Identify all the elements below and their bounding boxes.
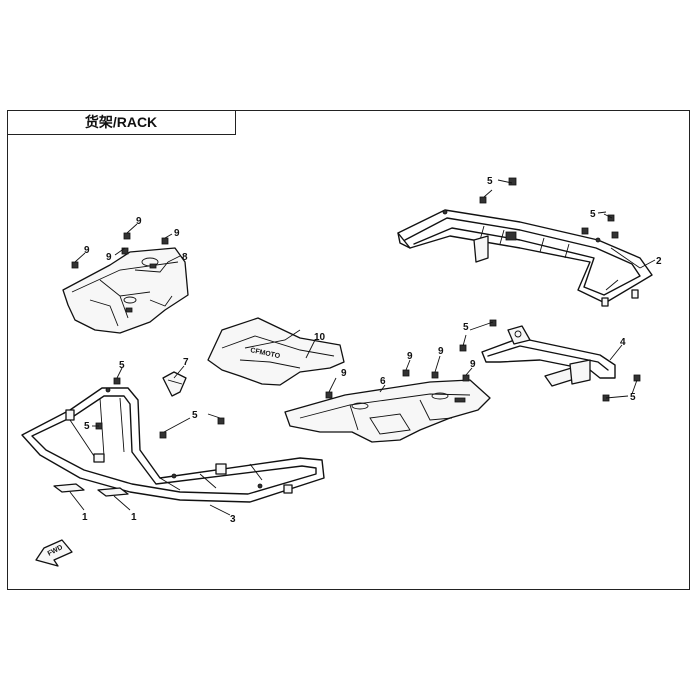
callout-5: 5 (463, 322, 469, 333)
callout-9: 9 (136, 216, 142, 227)
callout-9: 9 (341, 368, 347, 379)
rear-top-plate (62, 247, 189, 334)
center-panel: CFMOTO (207, 317, 345, 386)
callout-9: 9 (174, 228, 180, 239)
side-bracket-bar (459, 319, 641, 402)
callout-7: 7 (183, 357, 189, 368)
callout-5: 5 (119, 360, 125, 371)
callout-4: 4 (620, 337, 626, 348)
rear-rack-frame (397, 209, 653, 307)
callout-5: 5 (487, 176, 493, 187)
fwd-arrow-icon: FWD (35, 539, 73, 567)
callout-5: 5 (630, 392, 636, 403)
leader-lines (69, 179, 656, 516)
diagram-frame (7, 110, 690, 590)
front-rack-frame (21, 387, 325, 503)
callout-8: 8 (182, 252, 188, 263)
callout-5: 5 (84, 421, 90, 432)
bracket (162, 371, 187, 397)
callout-9: 9 (470, 359, 476, 370)
callout-5: 5 (192, 410, 198, 421)
callout-1: 1 (131, 512, 137, 523)
callout-2: 2 (656, 256, 662, 267)
diagram-title: 货架/RACK (84, 114, 158, 130)
callout-6: 6 (380, 376, 386, 387)
callout-9: 9 (438, 346, 444, 357)
screws-rear-plate (71, 232, 169, 269)
front-top-plate (284, 379, 491, 443)
title-box: 货架/RACK (7, 110, 236, 135)
callout-3: 3 (230, 514, 236, 525)
callouts: 1 1 2 3 4 5 5 5 5 5 5 5 6 7 8 9 9 9 9 9 … (82, 176, 662, 525)
callout-5: 5 (590, 209, 596, 220)
callout-9: 9 (84, 245, 90, 256)
bolts-front-rack (95, 377, 225, 439)
pads (53, 483, 129, 497)
callout-10: 10 (314, 332, 326, 343)
callout-1: 1 (82, 512, 88, 523)
callout-9: 9 (106, 252, 112, 263)
callout-9: 9 (407, 351, 413, 362)
